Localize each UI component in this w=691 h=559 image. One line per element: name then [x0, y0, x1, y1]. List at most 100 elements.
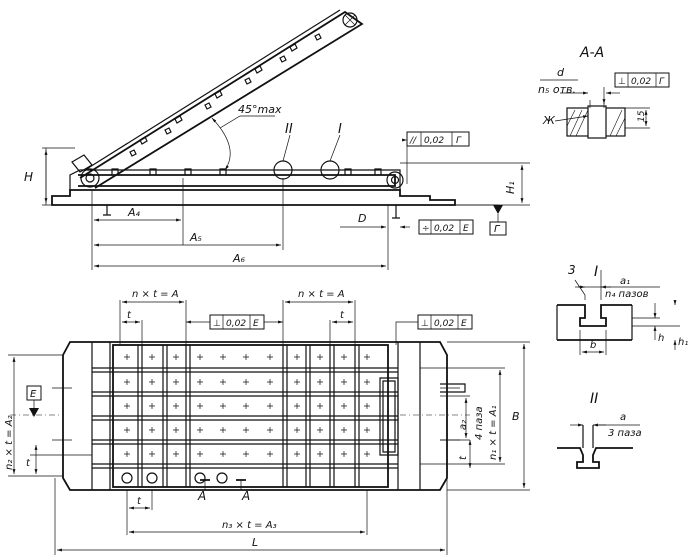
dim-A6: A₆ [232, 252, 246, 265]
depth: 15 [637, 110, 647, 122]
hole-cross [243, 379, 249, 385]
tol-symmetry-value: 0,02 [434, 224, 454, 234]
hole-cross [341, 403, 347, 409]
hole-cross [220, 451, 226, 457]
dim-L: L [252, 536, 258, 549]
dim-t-right: t [458, 455, 469, 460]
dim-t-bottom: t [137, 496, 142, 507]
tol-perp-right-value: 0,02 [434, 319, 454, 329]
datum-G-box [489, 221, 507, 236]
hole-cross [364, 379, 370, 385]
tol-perp-AA-frame [614, 72, 670, 88]
detail-II: II a 3 паза [557, 391, 642, 469]
angle-label: 45°max [238, 103, 282, 116]
hole-cross [317, 427, 323, 433]
dim-A4: A₄ [127, 206, 141, 219]
hole-cross [341, 379, 347, 385]
hole-cross [294, 451, 300, 457]
hole-cross [220, 427, 226, 433]
dim-h: h [658, 333, 664, 344]
hole-cross [267, 403, 273, 409]
callout-I: I [338, 122, 342, 137]
dim-A5: A₅ [189, 231, 202, 244]
dim-H1: H₁ [504, 181, 517, 194]
dim-n2: n₂ × t = A₂ [4, 415, 15, 470]
dim-a1: a₁ [620, 276, 630, 287]
hole-cross [173, 403, 179, 409]
hole-cross [294, 403, 300, 409]
hole-cross [294, 379, 300, 385]
tol-perp-right-datum: E [461, 319, 467, 329]
hole-cross [124, 403, 130, 409]
hardness-mark: Ж [542, 114, 556, 127]
dim-nxt-left: n × t = A [132, 289, 179, 300]
hole-cross [267, 379, 273, 385]
hole-cross [197, 403, 203, 409]
hole-cross [197, 379, 203, 385]
plan-view: A A E n × t = A n × t = A t t ⊥ 0,02 E [4, 289, 530, 555]
dim-H: H [24, 170, 33, 184]
dim-h1: h₁ [678, 337, 688, 348]
dim-nxt-right: n × t = A [298, 289, 345, 300]
hole-cross [173, 427, 179, 433]
side-view: II I 45°max H H₁ Г // 0,02 Г A₄ [24, 9, 530, 270]
hole-cross [124, 451, 130, 457]
tol-parallel-datum: Г [456, 136, 462, 146]
dim-d: d [557, 66, 565, 79]
detail-I-title: I [594, 264, 598, 280]
datum-E: E [30, 389, 37, 400]
holes-count: n₅ отв. [538, 83, 576, 96]
tol-symmetry-frame [418, 219, 474, 235]
hole-cross [173, 451, 179, 457]
hole-cross [197, 427, 203, 433]
tol-perp-left-value: 0,02 [226, 319, 246, 329]
hole-cross [294, 427, 300, 433]
tol-perp-left-datum: E [253, 319, 259, 329]
section-mark-A-left: A [197, 489, 206, 503]
tol-perp-AA-value: 0,02 [631, 77, 651, 87]
dim-t-left: t [26, 458, 31, 469]
hole-cross [341, 427, 347, 433]
tol-parallel-symbol: // [409, 136, 417, 146]
tol-symmetry-datum: E [463, 224, 469, 234]
section-AA: А-А d n₅ отв. ⊥ 0,02 Г Ж 15 [538, 45, 670, 139]
hole-cross [317, 354, 323, 360]
hole-cross [267, 451, 273, 457]
detail-II-title: II [590, 391, 598, 407]
hole-cross [243, 403, 249, 409]
dim-n3: n₃ × t = A₃ [222, 520, 277, 531]
hole-cross [317, 451, 323, 457]
hole-cross [197, 354, 203, 360]
hole-cross [317, 403, 323, 409]
hole-cross [243, 451, 249, 457]
horizontal-slots [92, 367, 398, 469]
hole-cross [364, 354, 370, 360]
hole-cross [124, 379, 130, 385]
tol-parallel-value: 0,02 [424, 136, 444, 146]
hole-cross [243, 427, 249, 433]
hole-cross [173, 354, 179, 360]
dim-b: b [590, 340, 596, 351]
vertical-slots [137, 345, 360, 487]
hole-cross [243, 354, 249, 360]
tol-perp-right-symbol: ⊥ [421, 319, 429, 329]
dim-a2: a₂ [458, 420, 469, 430]
dim-t-top-right: t [340, 310, 345, 321]
slots-4: 4 паза [474, 406, 485, 440]
hole-cross [124, 354, 130, 360]
hole-cross [149, 403, 155, 409]
tol-parallel-frame [406, 131, 470, 147]
hole-cross [267, 354, 273, 360]
tol-perp-AA-datum: Г [659, 77, 665, 87]
hole-cross [220, 403, 226, 409]
dim-B: B [512, 410, 520, 423]
slots-3: 3 паза [608, 428, 642, 439]
hole-cross [149, 354, 155, 360]
hole-cross [317, 379, 323, 385]
hole-cross [173, 379, 179, 385]
section-mark-A-right: A [241, 489, 250, 503]
hole-cross [364, 403, 370, 409]
slots-n4: n₄ пазов [605, 289, 649, 300]
tilted-plate [79, 9, 364, 189]
